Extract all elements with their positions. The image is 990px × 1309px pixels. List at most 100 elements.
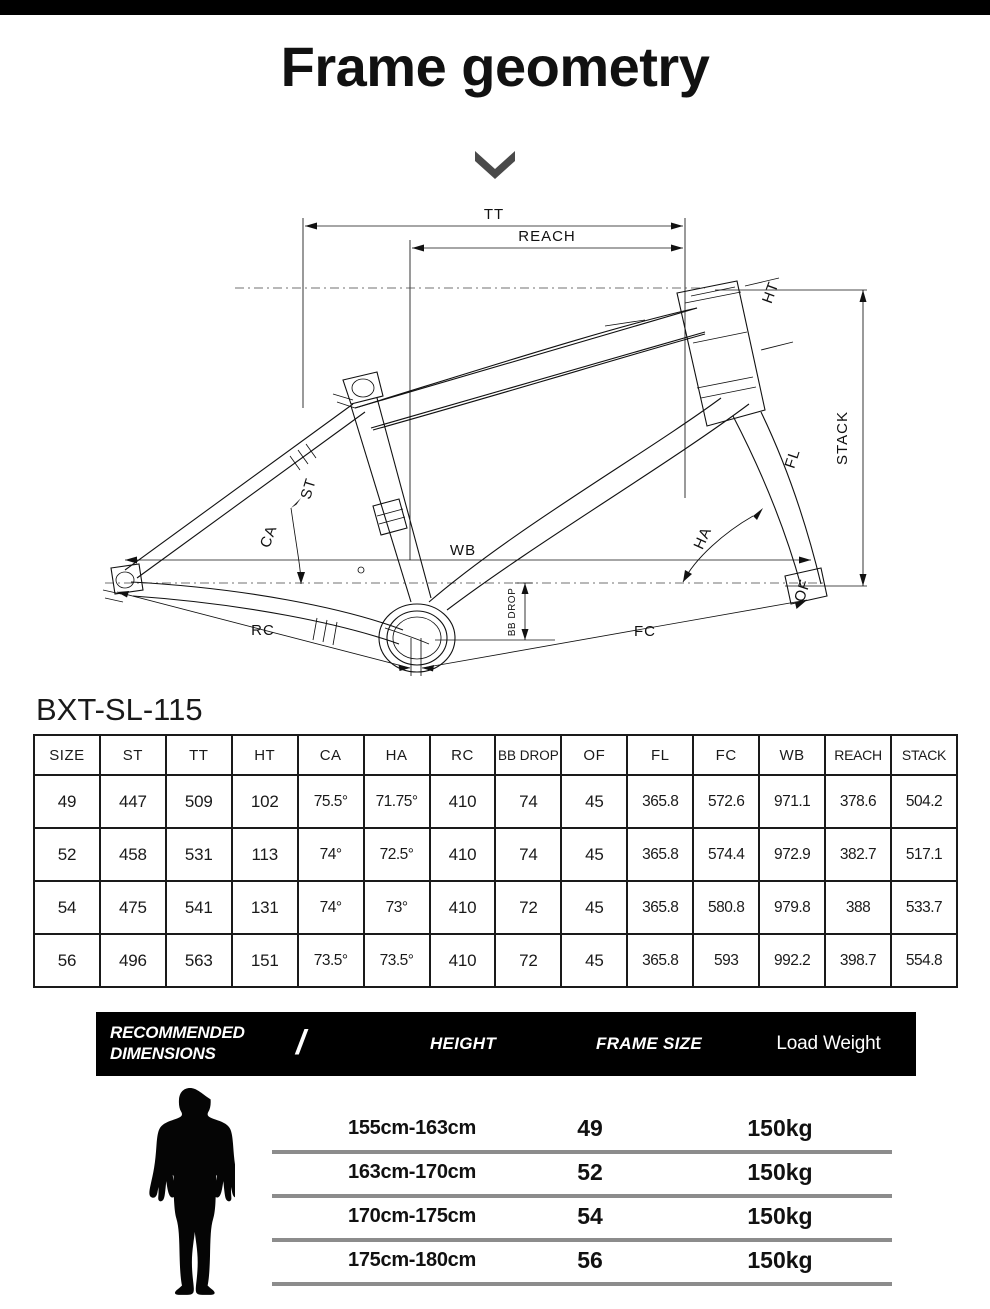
recommended-rows: 155cm-163cm 49 150kg 163cm-170cm 52 150k… <box>272 1110 905 1286</box>
cell-wb: 972.9 <box>758 827 827 882</box>
cell-st: 475 <box>98 880 167 935</box>
model-name: BXT-SL-115 <box>36 692 203 727</box>
cell-ht: 113 <box>230 827 299 882</box>
list-item: 170cm-175cm 54 150kg <box>272 1198 905 1242</box>
cell-ca: 73.5° <box>296 933 365 988</box>
recommended-title-line2: DIMENSIONS <box>110 1043 216 1063</box>
row-load-weight: 150kg <box>747 1159 813 1185</box>
cell-bb-drop: 74 <box>494 827 563 882</box>
cell-ha: 71.75° <box>362 774 431 829</box>
cell-fc: 574.4 <box>692 827 761 882</box>
cell-of: 45 <box>560 933 629 988</box>
cell-stack: 554.8 <box>889 933 959 988</box>
diagram-label-ha: HA <box>690 524 715 552</box>
col-header-height: HEIGHT <box>429 1034 497 1053</box>
cell-rc: 410 <box>428 827 497 882</box>
table-row: 49 447 509 102 75.5° 71.75° 410 74 45 36… <box>33 774 959 829</box>
col-header-wb: WB <box>758 734 827 776</box>
cell-wb: 992.2 <box>758 933 827 988</box>
cell-tt: 531 <box>164 827 233 882</box>
diagram-label-ht: HT <box>759 279 782 305</box>
cell-bb-drop: 72 <box>494 933 563 988</box>
col-header-size: SIZE <box>33 734 101 776</box>
diagram-label-tt: TT <box>484 206 504 223</box>
recommended-title: RECOMMENDED DIMENSIONS <box>110 1023 245 1064</box>
cell-fc: 580.8 <box>692 880 761 935</box>
row-divider <box>272 1238 892 1242</box>
cell-reach: 398.7 <box>824 933 892 988</box>
recommended-dimensions-block: RECOMMENDED DIMENSIONS / HEIGHT FRAME SI… <box>96 1012 916 1076</box>
cell-st: 458 <box>98 827 167 882</box>
row-divider <box>272 1150 892 1154</box>
cell-size: 54 <box>33 880 101 935</box>
cell-fl: 365.8 <box>626 880 695 935</box>
row-frame-size: 54 <box>577 1203 603 1229</box>
diagram-label-rc: RC <box>251 622 275 639</box>
cell-reach: 388 <box>824 880 892 935</box>
list-item: 155cm-163cm 49 150kg <box>272 1110 905 1154</box>
diagram-label-ca: CA <box>257 523 281 550</box>
row-divider <box>272 1282 892 1286</box>
cell-tt: 541 <box>164 880 233 935</box>
diagram-label-st: ST <box>297 476 319 501</box>
person-silhouette-icon <box>145 1086 235 1304</box>
col-header-ca: CA <box>296 734 365 776</box>
cell-of: 45 <box>560 827 629 882</box>
geometry-table-container: SIZE ST TT HT CA HA RC BB DROP OF FL FC … <box>33 734 959 988</box>
top-black-bar <box>0 0 990 15</box>
cell-stack: 533.7 <box>889 880 959 935</box>
cell-of: 45 <box>560 774 629 829</box>
row-frame-size: 56 <box>577 1247 603 1273</box>
title-separator: / <box>296 1024 306 1062</box>
diagram-label-of: OF <box>791 577 814 604</box>
cell-of: 45 <box>560 880 629 935</box>
table-header-row: SIZE ST TT HT CA HA RC BB DROP OF FL FC … <box>33 734 959 776</box>
cell-ha: 73.5° <box>362 933 431 988</box>
table-row: 54 475 541 131 74° 73° 410 72 45 365.8 5… <box>33 880 959 935</box>
cell-st: 447 <box>98 774 167 829</box>
cell-ht: 151 <box>230 933 299 988</box>
cell-tt: 509 <box>164 774 233 829</box>
col-header-ha: HA <box>362 734 431 776</box>
cell-fl: 365.8 <box>626 774 695 829</box>
row-divider <box>272 1194 892 1198</box>
row-frame-size: 52 <box>577 1159 603 1185</box>
diagram-label-stack: STACK <box>834 411 851 465</box>
cell-ha: 72.5° <box>362 827 431 882</box>
row-height: 163cm-170cm <box>348 1161 476 1183</box>
cell-stack: 517.1 <box>889 827 959 882</box>
table-row: 56 496 563 151 73.5° 73.5° 410 72 45 365… <box>33 933 959 988</box>
chevron-down-icon <box>0 148 990 187</box>
cell-rc: 410 <box>428 774 497 829</box>
diagram-label-wb: WB <box>450 542 476 559</box>
cell-ca: 74° <box>296 827 365 882</box>
row-load-weight: 150kg <box>747 1115 813 1141</box>
col-header-load-weight: Load Weight <box>776 1033 881 1054</box>
table-row: 52 458 531 113 74° 72.5° 410 74 45 365.8… <box>33 827 959 882</box>
cell-fc: 572.6 <box>692 774 761 829</box>
cell-ca: 75.5° <box>296 774 365 829</box>
bicycle-frame-geometry-diagram: TT REACH STACK WB BB DROP RC FC <box>85 198 905 698</box>
col-header-of: OF <box>560 734 629 776</box>
list-item: 163cm-170cm 52 150kg <box>272 1154 905 1198</box>
row-load-weight: 150kg <box>747 1203 813 1229</box>
col-header-fl: FL <box>626 734 695 776</box>
cell-tt: 563 <box>164 933 233 988</box>
col-header-frame-size: FRAME SIZE <box>596 1034 702 1053</box>
cell-reach: 378.6 <box>824 774 892 829</box>
cell-ha: 73° <box>362 880 431 935</box>
col-header-rc: RC <box>428 734 497 776</box>
list-item: 175cm-180cm 56 150kg <box>272 1242 905 1286</box>
diagram-label-reach: REACH <box>518 228 576 245</box>
col-header-reach: REACH <box>824 734 892 776</box>
cell-fc: 593 <box>692 933 761 988</box>
diagram-label-fc: FC <box>634 623 656 640</box>
cell-st: 496 <box>98 933 167 988</box>
geometry-table: SIZE ST TT HT CA HA RC BB DROP OF FL FC … <box>33 734 959 988</box>
col-header-ht: HT <box>230 734 299 776</box>
cell-bb-drop: 72 <box>494 880 563 935</box>
col-header-stack: STACK <box>889 734 959 776</box>
row-height: 170cm-175cm <box>348 1205 476 1227</box>
recommended-header-bar: RECOMMENDED DIMENSIONS / HEIGHT FRAME SI… <box>96 1012 916 1076</box>
cell-size: 52 <box>33 827 101 882</box>
